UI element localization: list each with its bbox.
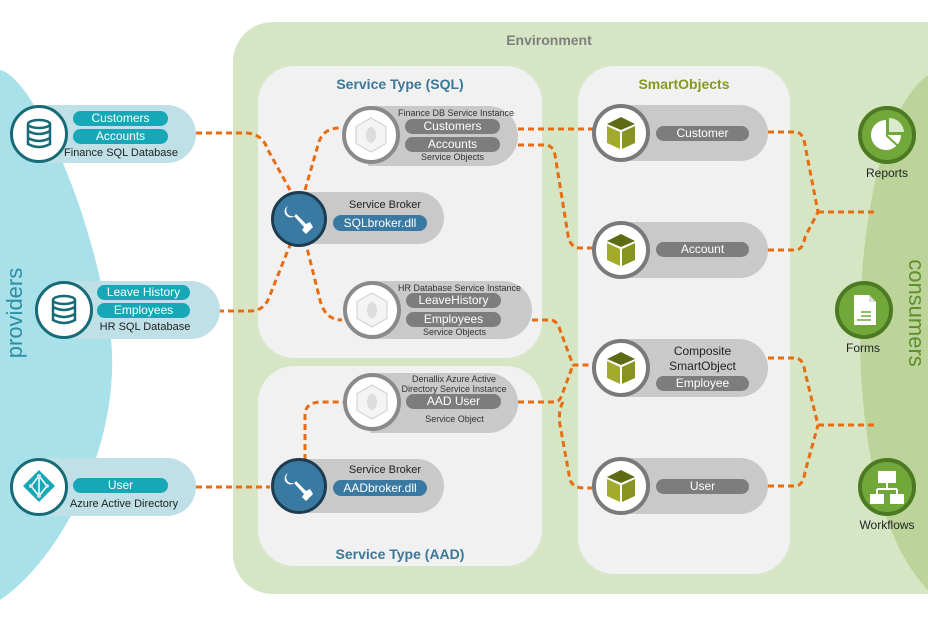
connector-finance-to-sqlbroker (196, 131, 292, 191)
instance-title: Denallix Azure Active (411, 374, 497, 384)
provider-object: Accounts (73, 129, 168, 144)
smartobject-name: User (656, 479, 749, 494)
broker-label: Service Broker (348, 199, 422, 211)
provider-object: User (73, 478, 168, 493)
broker-dll: AADbroker.dll (333, 480, 427, 496)
connector-hr-to-sqlbroker (218, 239, 294, 313)
provider-object: Employees (97, 303, 190, 318)
broker-dll: SQLbroker.dll (333, 215, 427, 231)
provider-name: HR SQL Database (99, 321, 191, 333)
broker-label: Service Broker (348, 464, 422, 476)
connector-aadbroker-to-aad-instance (303, 400, 345, 460)
environment-title: Environment (506, 32, 592, 48)
service-object: Customers (405, 119, 500, 134)
composite-caption: SmartObject (669, 359, 736, 373)
hex-nut-icon (343, 373, 401, 431)
connector-composite-to-consumers (768, 356, 820, 426)
consumer-label: Forms (846, 341, 880, 355)
pie-chart-icon[interactable] (858, 106, 916, 164)
smartobjects-title: SmartObjects (638, 76, 730, 92)
wrench-icon (271, 458, 327, 514)
composite-caption: Composite (673, 344, 732, 358)
instance-title: Finance DB Service Instance (398, 108, 515, 118)
instance-footer: Service Objects (422, 327, 487, 337)
consumer-label: Workflows (859, 518, 915, 532)
cube-icon (592, 457, 650, 515)
service-object: Accounts (405, 137, 500, 152)
connector-accounts-to-account (518, 143, 595, 250)
connector-user-to-consumers (768, 424, 820, 488)
instance-title: Directory Service Instance (401, 384, 507, 394)
smartobject-name: Customer (656, 126, 749, 141)
database-icon (35, 281, 93, 339)
database-icon (10, 105, 68, 163)
provider-object: Leave History (97, 285, 190, 300)
service-object: LeaveHistory (406, 293, 501, 308)
azure-ad-icon (10, 458, 68, 516)
connector-sqlbroker-to-finance-instance (303, 126, 341, 191)
service-object: AAD User (406, 394, 501, 409)
service-type-sql-title: Service Type (SQL) (336, 76, 464, 92)
connector-employees-to-composite (532, 318, 595, 367)
cube-icon (592, 104, 650, 162)
hex-nut-icon (343, 281, 401, 339)
workflow-icon[interactable] (858, 458, 916, 516)
consumers-label: consumers (903, 259, 928, 367)
cube-icon (592, 221, 650, 279)
connector-aaduser-to-composite (518, 364, 575, 404)
smartobject-name: Employee (656, 376, 749, 391)
service-type-aad-title: Service Type (AAD) (335, 546, 465, 562)
hex-nut-icon (342, 106, 400, 164)
connector-aaduser-to-user (557, 401, 595, 490)
cube-icon (592, 339, 650, 397)
instance-footer: Service Objects (420, 152, 485, 162)
provider-name: Finance SQL Database (64, 147, 178, 159)
connector-customer-to-reports (768, 130, 820, 213)
service-object: Employees (406, 312, 501, 327)
smartobject-name: Account (656, 242, 749, 257)
provider-object: Customers (73, 111, 168, 126)
providers-label: providers (2, 267, 28, 359)
document-icon[interactable] (835, 281, 893, 339)
instance-footer: Service Object (425, 414, 484, 424)
instance-title: HR Database Service Instance (398, 283, 522, 293)
connector-account-to-reports (768, 211, 820, 252)
provider-name: Azure Active Directory (69, 498, 179, 510)
wrench-icon (271, 191, 327, 247)
consumer-label: Reports (865, 166, 909, 180)
connector-sqlbroker-to-hr-instance (303, 239, 343, 322)
